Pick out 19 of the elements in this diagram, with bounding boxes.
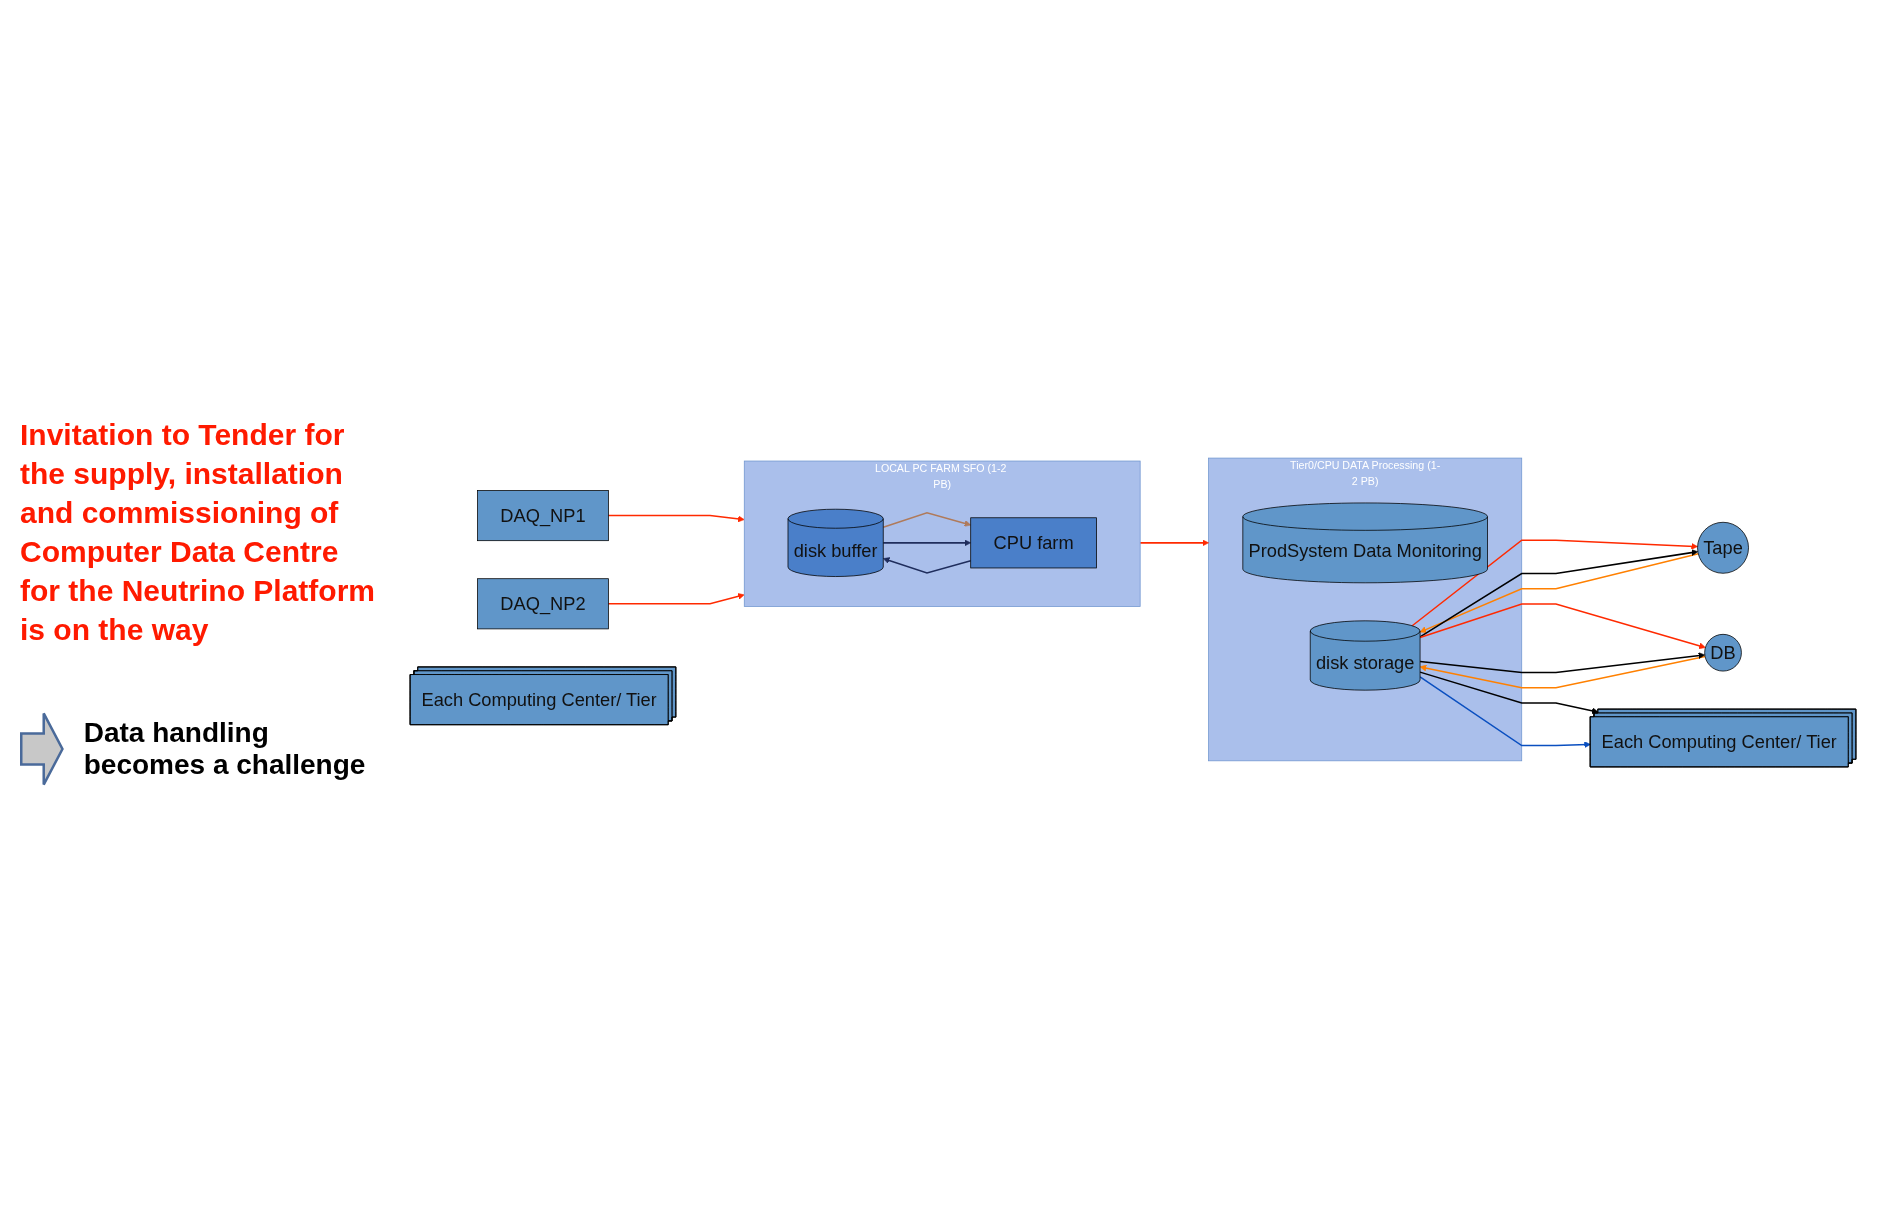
node-box: DAQ_NP2: [477, 577, 609, 629]
arrow: [1419, 651, 1706, 673]
node-circle: Tape: [1697, 521, 1749, 574]
node-box: DAQ_NP1: [477, 489, 609, 541]
node-circle: DB: [1704, 633, 1742, 671]
arrow: [1411, 538, 1698, 627]
arrow: [1419, 655, 1706, 688]
node-box: CPU farm: [970, 516, 1097, 568]
arrow: [1139, 539, 1209, 546]
arrow: [607, 592, 745, 605]
arrow: [1419, 675, 1591, 748]
note-text: Invitation to Tender for the supply, installation and commissioning of Computer Data Centre for the Neutrino Platform is on the way: [20, 417, 376, 648]
arrow: [607, 514, 745, 522]
arrow: [882, 556, 972, 574]
arrow: [1419, 670, 1599, 714]
arrow: [1419, 602, 1706, 649]
arrow: [882, 539, 971, 546]
arrow: [882, 511, 971, 528]
note-text: Data handling becomes a challenge: [83, 717, 367, 781]
